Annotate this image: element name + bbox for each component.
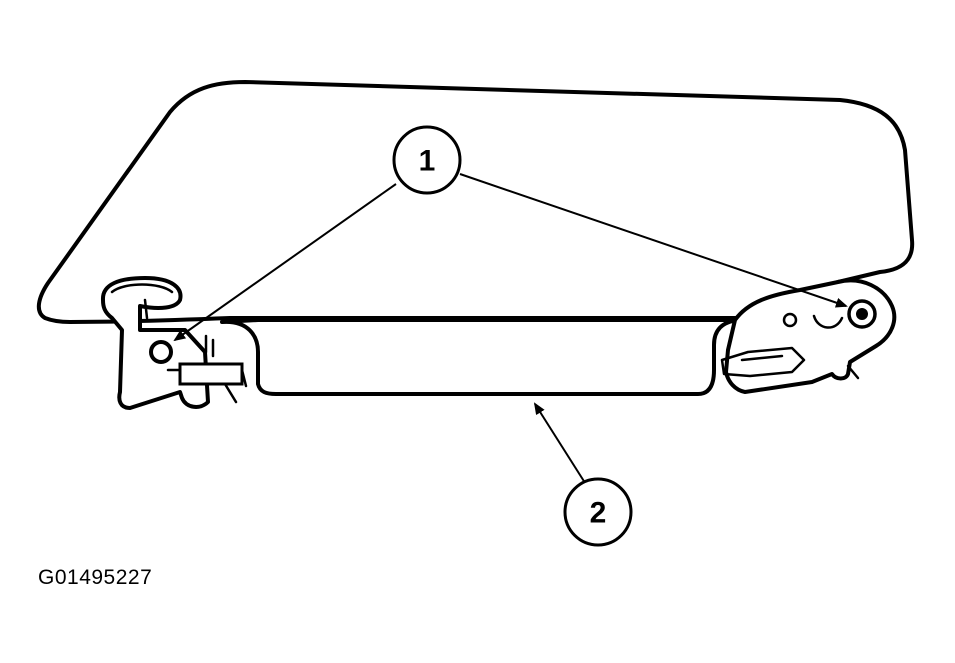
right-pivot-bracket — [720, 278, 897, 394]
callout-1: 1 — [392, 125, 462, 195]
callout-1-label: 1 — [419, 145, 436, 178]
figure-id-label: G01495227 — [38, 566, 153, 589]
leader-1-right — [459, 173, 848, 308]
visor-rod — [220, 318, 740, 396]
visor-panel — [36, 80, 915, 324]
callout-2: 2 — [563, 477, 633, 547]
left-retainer — [101, 276, 248, 410]
leader-2 — [533, 402, 588, 487]
callout-2-label: 2 — [590, 497, 607, 530]
leader-1-left — [173, 183, 397, 342]
